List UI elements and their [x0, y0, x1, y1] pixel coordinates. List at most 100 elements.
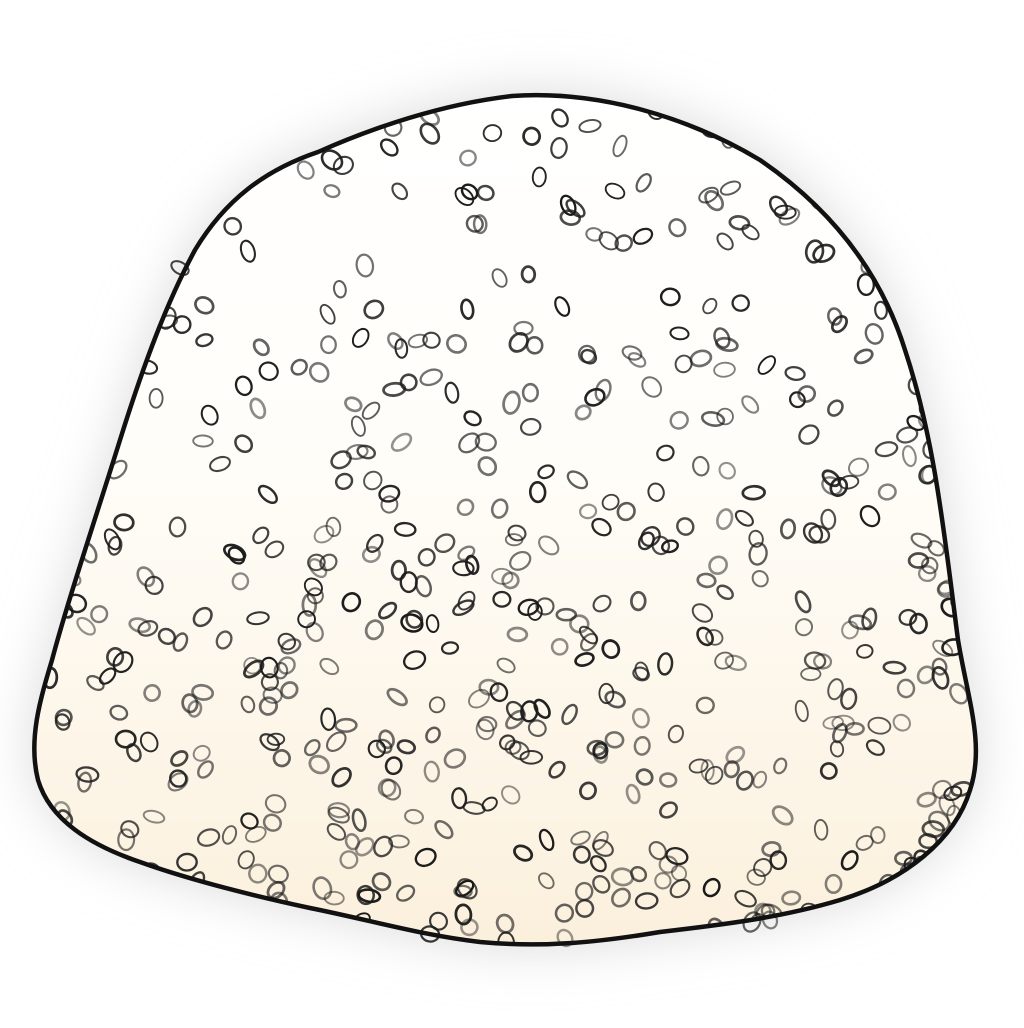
sugar-crystal: [561, 703, 578, 726]
sugar-crystal: [771, 805, 794, 826]
sugar-crystal: [748, 542, 768, 566]
sugar-crystal: [902, 445, 917, 468]
sugar-crystal: [832, 722, 848, 744]
sugar-crystal: [637, 531, 655, 551]
sugar-crystal: [109, 704, 129, 721]
sugar-crystal: [788, 391, 806, 409]
sugar-crystal: [702, 877, 721, 898]
sugar-crystal: [893, 107, 910, 130]
sugar-crystal: [460, 183, 479, 201]
sugar-crystal: [836, 935, 855, 945]
sugar-crystal: [85, 873, 106, 896]
sugar-crystal: [454, 187, 475, 206]
sugar-crystal: [195, 333, 214, 348]
sugar-crystal: [669, 878, 691, 899]
sugar-crystal: [784, 365, 806, 382]
sugar-crystal: [538, 828, 555, 852]
sugar-crystal: [93, 926, 108, 945]
sugar-crystal: [672, 931, 689, 945]
sugar-crystal: [495, 913, 515, 934]
sugar-crystal: [938, 794, 956, 817]
sugar-crystal: [753, 858, 773, 877]
sugar-crystal: [72, 940, 92, 945]
sugar-crystal: [501, 571, 520, 590]
sugar-crystal: [910, 532, 933, 549]
sugar-crystal: [404, 808, 424, 825]
sugar-crystal: [950, 860, 969, 878]
sugar-crystal: [958, 622, 972, 646]
sugar-crystal: [950, 893, 972, 908]
sugar-crystal: [927, 916, 951, 931]
sugar-crystal: [669, 326, 690, 341]
sugar-crystal: [661, 539, 679, 554]
stray-sugar-crystal: [459, 149, 477, 167]
sugar-crystal: [592, 875, 611, 894]
sugar-crystal: [751, 570, 769, 588]
sugar-crystal: [735, 770, 754, 791]
sugar-crystal: [592, 745, 609, 764]
sugar-crystal: [522, 126, 542, 146]
sugar-crystal: [454, 903, 473, 926]
sugar-crystal: [126, 743, 142, 763]
sugar-crystal: [691, 603, 714, 623]
sugar-crystal: [813, 818, 829, 841]
sugar-crystal: [967, 545, 976, 567]
sugar-crystal: [746, 868, 766, 886]
sugar-crystal: [949, 683, 969, 705]
sugar-crystal: [533, 698, 551, 719]
sugar-crystal: [388, 834, 410, 849]
sugar-crystal: [946, 268, 966, 288]
sugar-crystal: [752, 770, 768, 789]
sugar-crystal: [966, 457, 976, 477]
sugar-crystal: [958, 254, 976, 270]
sugar-crystal: [259, 95, 280, 110]
sugar-crystal: [959, 343, 973, 367]
sugar-crystal: [259, 733, 280, 752]
sugar-crystal: [260, 673, 279, 692]
sugar-crystal: [344, 396, 363, 413]
sugar-crystal: [841, 620, 859, 640]
sugar-crystal: [579, 781, 597, 801]
sugar-crystal: [378, 601, 398, 620]
sugar-crystal: [355, 253, 375, 278]
sugar-crystal: [676, 517, 695, 536]
sugar-crystal: [307, 553, 326, 572]
sugar-crystal: [474, 432, 497, 452]
sugar-crystal: [200, 404, 219, 426]
sugar-crystal: [45, 193, 63, 211]
sugar-crystal: [223, 543, 247, 562]
sugar-crystal: [570, 830, 591, 846]
sugar-crystal: [550, 637, 569, 656]
sugar-crystal: [414, 847, 437, 868]
sugar-crystal: [769, 850, 788, 871]
sugar-crystal: [538, 535, 560, 556]
sugar-crystal: [387, 936, 407, 945]
sugar-crystal: [580, 348, 598, 365]
sugar-crystal: [554, 903, 575, 923]
sugar-crystal: [527, 602, 543, 621]
sugar-crystal: [481, 796, 498, 812]
sugar-crystal: [367, 739, 386, 759]
sugar-crystal: [569, 614, 590, 634]
sugar-crystal: [659, 287, 681, 307]
sugar-crystal: [773, 204, 797, 220]
sugar-crystal: [363, 470, 383, 491]
sugar-crystal: [716, 232, 734, 251]
sugar-crystal: [501, 785, 521, 805]
sugar-crystal: [814, 130, 838, 147]
sugar-crystal: [728, 215, 751, 231]
sugar-crystal: [794, 590, 812, 614]
sugar-crystal: [966, 632, 976, 657]
sugar-crystal: [598, 682, 615, 705]
sugar-crystal: [237, 850, 255, 870]
sugar-crystal: [403, 650, 427, 670]
sugar-crystal: [419, 122, 441, 145]
sugar-crystal: [820, 508, 837, 531]
sugar-crystal: [331, 767, 352, 788]
sugar-crystal: [272, 749, 291, 768]
sugar-crystal: [502, 390, 521, 415]
sugar-crystal: [898, 608, 918, 626]
sugar-crystal: [741, 395, 760, 414]
stray-sugar-crystals: [170, 108, 779, 948]
